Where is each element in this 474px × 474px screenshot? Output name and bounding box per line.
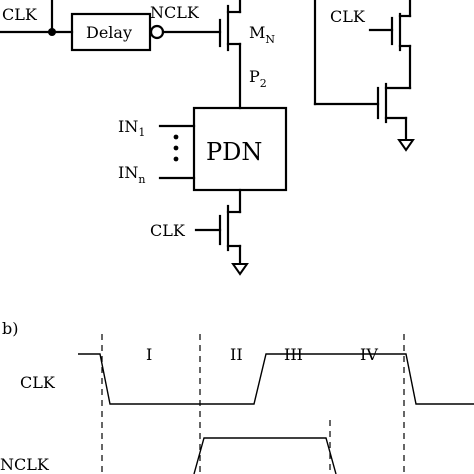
phase-label-i: I bbox=[146, 345, 152, 364]
clk-waveform bbox=[78, 353, 474, 405]
nclk-wave-label: NCLK bbox=[0, 455, 50, 474]
clk-right-label: CLK bbox=[330, 7, 366, 26]
ellipsis-dot-1 bbox=[173, 134, 179, 140]
p2-label: P2 bbox=[249, 67, 267, 90]
inn-label: INn bbox=[118, 163, 145, 186]
panel-b-label: b) bbox=[2, 319, 18, 338]
nclk-waveform bbox=[193, 437, 337, 474]
pdn-label: PDN bbox=[206, 138, 262, 166]
in1-label: IN1 bbox=[118, 117, 145, 139]
delay-label: Delay bbox=[86, 23, 132, 42]
circuit-schematic: CLK Delay NCLK MN P2 PDN IN1 INn bbox=[0, 0, 415, 276]
ellipsis-dot-3 bbox=[173, 156, 179, 162]
timing-diagram: b) I II III IV CLK NCLK bbox=[0, 319, 474, 474]
clk-bottom-label: CLK bbox=[150, 221, 186, 240]
right-ground-icon bbox=[397, 139, 415, 152]
mn-label: MN bbox=[249, 23, 275, 46]
inverter-bubble bbox=[149, 24, 165, 40]
ground-icon bbox=[231, 263, 249, 276]
phase-label-ii: II bbox=[230, 345, 243, 364]
clk-input-label: CLK bbox=[2, 5, 38, 24]
ellipsis-dot-2 bbox=[173, 145, 179, 151]
nclk-label: NCLK bbox=[150, 3, 200, 22]
clk-wave-label: CLK bbox=[20, 373, 56, 392]
